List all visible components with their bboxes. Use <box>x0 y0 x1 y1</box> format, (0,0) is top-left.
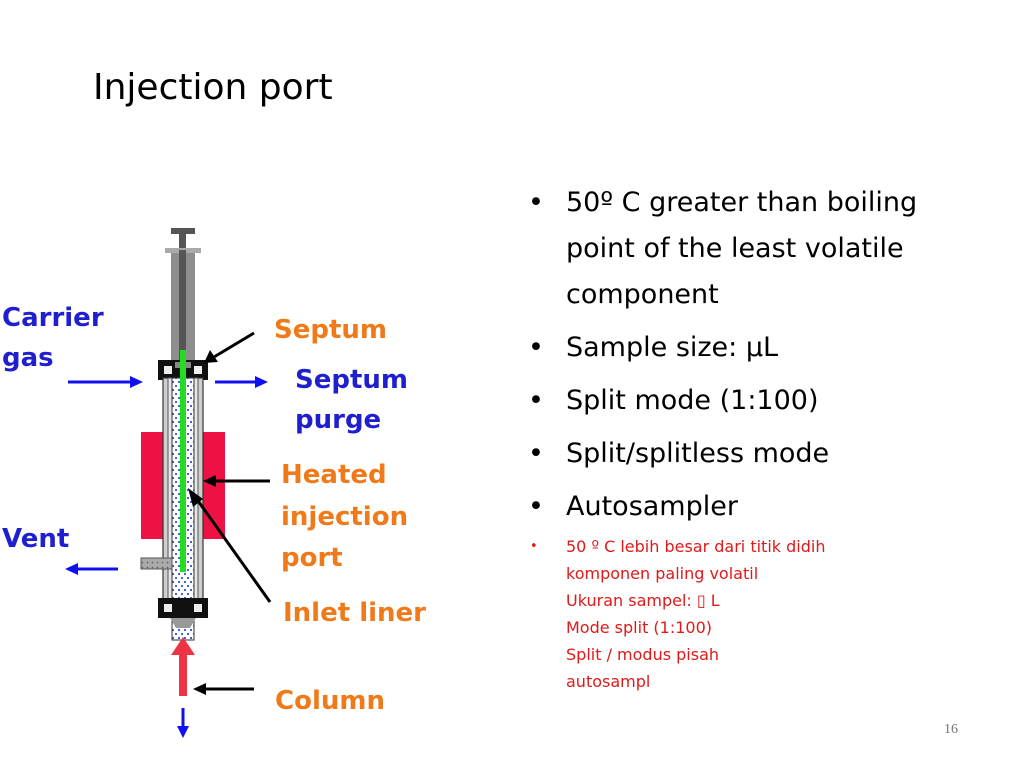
septum-purge-arrow <box>255 376 268 388</box>
label-carrier-gas-line1: Carrier <box>2 303 104 333</box>
carrier-gas-arrow <box>130 376 143 388</box>
column-nut <box>158 598 208 618</box>
bullet-item: • 50º C greater than boiling point of th… <box>528 180 998 318</box>
translation-line: Split / modus pisah <box>566 645 720 664</box>
bullet-dot: • <box>528 491 544 522</box>
syringe-needle <box>180 350 186 572</box>
translation-line: 50 º C lebih besar dari titik didih <box>566 537 826 556</box>
bullet-item: • Sample size: μL <box>528 325 998 371</box>
bullet-dot: • <box>528 187 544 218</box>
translation-line: autosampl <box>566 672 651 691</box>
page-number: 16 <box>944 722 958 737</box>
bullet-dot: • <box>530 539 538 554</box>
heater-pointer <box>203 475 216 487</box>
label-heated-line2: injection <box>281 502 409 532</box>
label-vent: Vent <box>2 524 70 554</box>
label-septum-purge-line2: purge <box>295 405 382 435</box>
label-heated-line1: Heated <box>281 460 387 490</box>
translation-line: Ukuran sampel: ▯ L <box>566 591 720 610</box>
label-septum: Septum <box>274 315 388 345</box>
slide-title: Injection port <box>93 67 333 108</box>
liner-pointer <box>188 488 203 507</box>
column-pointer <box>193 683 206 695</box>
vent-tube <box>140 557 173 570</box>
translation-block: • 50 º C lebih besar dari titik didih ko… <box>530 533 910 695</box>
label-heated-line3: port <box>281 543 343 573</box>
translation-line: komponen paling volatil <box>566 564 759 583</box>
column-tube <box>179 652 187 696</box>
label-septum-purge-line1: Septum <box>295 365 409 395</box>
bullet-item: • Split mode (1:100) <box>528 378 998 424</box>
bullet-dot: • <box>528 332 544 363</box>
vent-arrow <box>65 563 78 575</box>
column-arrow-head <box>171 637 195 655</box>
label-column: Column <box>275 686 385 716</box>
label-carrier-gas-line2: gas <box>2 343 54 373</box>
bullet-item: • Autosampler <box>528 484 998 530</box>
bullet-item: • Split/splitless mode <box>528 431 998 477</box>
translation-line: Mode split (1:100) <box>566 618 713 637</box>
septum-pointer <box>204 350 218 363</box>
syringe-plunger-top <box>171 228 195 234</box>
bullet-dot: • <box>528 438 544 469</box>
label-inlet-liner: Inlet liner <box>283 598 426 628</box>
bullet-dot: • <box>528 385 544 416</box>
bullet-list: • 50º C greater than boiling point of th… <box>528 180 998 537</box>
column-exit-arrow <box>177 726 189 738</box>
